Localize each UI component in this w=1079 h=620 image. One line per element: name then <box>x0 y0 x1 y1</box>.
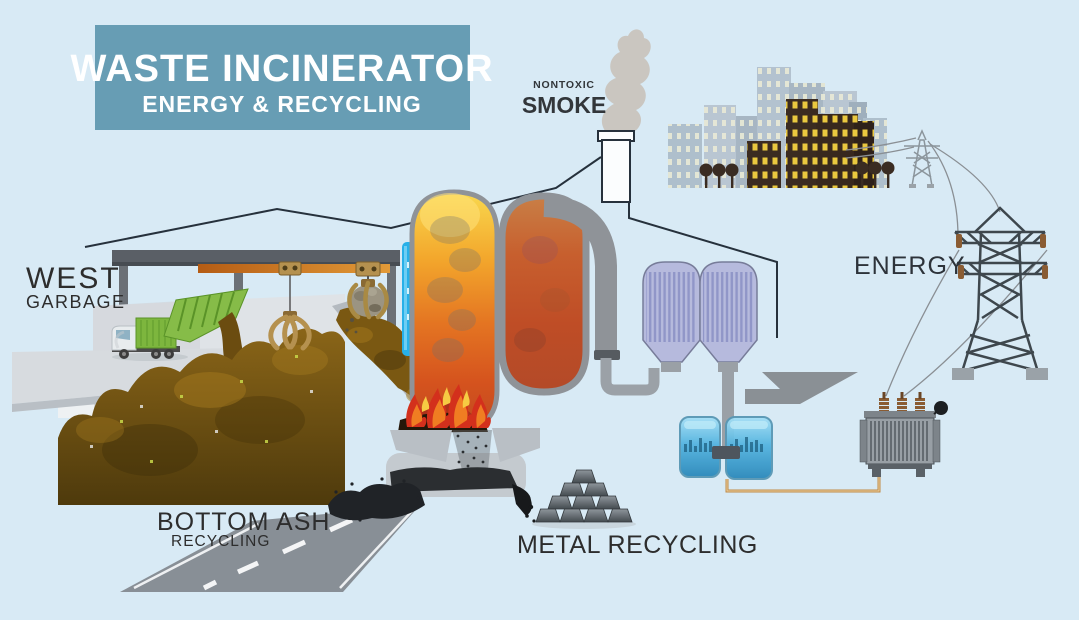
chimney-icon <box>597 130 635 203</box>
flue-duct <box>543 195 617 352</box>
city-trees <box>699 161 895 188</box>
boiler-chamber <box>498 192 590 396</box>
turbine-block <box>712 446 740 459</box>
crane-claw-open-icon <box>268 261 312 351</box>
pylon-large-icon <box>952 206 1048 380</box>
pylon-small-icon <box>904 129 940 188</box>
flames-orange <box>411 395 486 428</box>
ash-layer <box>390 467 518 492</box>
banner-title: WASTE INCINERATOR <box>70 48 493 90</box>
incinerator-chambers <box>409 189 660 433</box>
ash-spill <box>512 484 532 516</box>
labels-layer: NONTOXIC SMOKE WEST GARBAGE ENERGY BOTTO… <box>26 79 966 559</box>
banner-subtitle: ENERGY & RECYCLING <box>142 91 422 117</box>
flames-yellow <box>421 387 470 412</box>
transformer-icon <box>859 392 948 477</box>
metal-ingots-icon <box>532 469 636 529</box>
city-skyline <box>668 67 895 188</box>
crane-claw-loaded-icon <box>345 261 389 334</box>
pylon-foot <box>952 368 974 380</box>
label-energy: ENERGY <box>854 252 966 280</box>
road <box>120 477 425 592</box>
pylon-foot <box>1026 368 1048 380</box>
duct-flange <box>594 350 620 360</box>
label-smoke: SMOKE <box>522 92 606 118</box>
duct-to-filter-pipe <box>600 358 660 396</box>
label-garbage: GARBAGE <box>26 292 126 312</box>
ash-conveyor <box>386 428 540 523</box>
water-tank <box>679 416 881 493</box>
label-nontoxic: NONTOXIC <box>533 79 595 91</box>
garbage-pile <box>58 328 345 505</box>
title-banner: WASTE INCINERATOR ENERGY & RECYCLING <box>70 25 493 130</box>
fire <box>398 384 491 432</box>
smoke-plume <box>601 29 651 141</box>
flow-arrow-icon <box>745 372 858 404</box>
filter-units <box>642 261 758 450</box>
label-west: WEST <box>26 262 121 295</box>
bottom-ash-pile <box>328 482 425 521</box>
road-dashes <box>202 517 354 591</box>
label-bottom-ash-sub: RECYCLING <box>171 533 270 550</box>
ash-speckles <box>456 434 488 468</box>
label-bottom-ash: BOTTOM ASH <box>157 508 330 536</box>
label-metal-recycling: METAL RECYCLING <box>517 531 758 559</box>
insulators <box>956 234 1048 279</box>
garbage-truck-icon <box>111 288 262 414</box>
